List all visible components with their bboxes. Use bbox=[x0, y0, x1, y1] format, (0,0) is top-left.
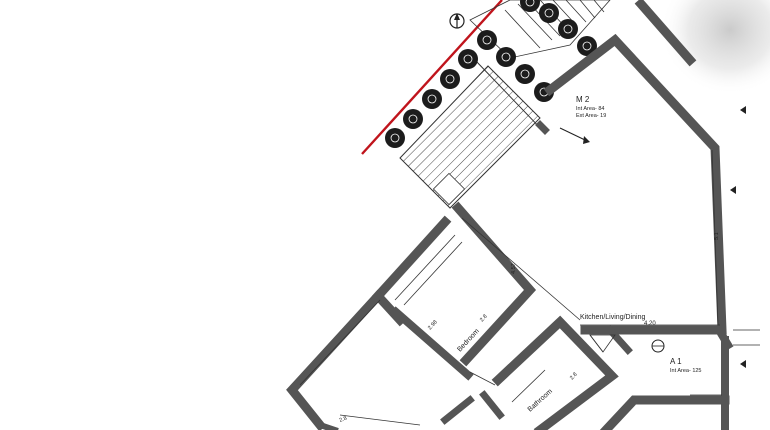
dim-kitchen-diag: 4.57 bbox=[511, 263, 517, 274]
dim-kitchen-width: 4.20 bbox=[644, 321, 656, 327]
tree-icon bbox=[477, 30, 497, 50]
dim-kitchen-right: 5.1 bbox=[714, 232, 720, 240]
tree-icon bbox=[539, 3, 559, 23]
unit-a1-int-area: Int Area- 125 bbox=[670, 368, 702, 374]
tree-icon bbox=[422, 89, 442, 109]
section-marker-icon bbox=[651, 339, 665, 353]
tree-icon bbox=[577, 36, 597, 56]
dim-bedroom-a: 2.98 bbox=[427, 319, 439, 331]
tree-icon bbox=[403, 109, 423, 129]
unit-a1-id: A 1 bbox=[670, 357, 682, 366]
room-bathroom-label: Bathroom bbox=[527, 388, 554, 414]
unit-m2-int-area: Int Area- 84 bbox=[576, 106, 604, 112]
interior-lines bbox=[299, 149, 760, 426]
section-marker-icon bbox=[740, 106, 746, 114]
north-arrow-icon bbox=[449, 13, 465, 29]
tree-icon bbox=[458, 49, 478, 69]
tree-icon bbox=[520, 0, 540, 12]
unit-m2-id: M 2 bbox=[576, 95, 590, 104]
dim-bedroom-b: 2.8 bbox=[479, 314, 489, 324]
section-marker-icon bbox=[730, 186, 736, 194]
tree-icon bbox=[440, 69, 460, 89]
tree-icon bbox=[496, 47, 516, 67]
dim-bath-a: 2.8 bbox=[569, 372, 579, 382]
tree-icon bbox=[558, 19, 578, 39]
section-marker-icon bbox=[559, 127, 590, 144]
blurred-corner bbox=[660, 0, 770, 95]
section-marker-icon bbox=[740, 360, 746, 368]
terrace-hatched bbox=[399, 65, 541, 209]
room-kitchen-label: Kitchen/Living/Dining bbox=[580, 314, 645, 321]
tree-icon bbox=[385, 128, 405, 148]
walls bbox=[286, 0, 734, 430]
unit-m2-ext-area: Ext Area- 19 bbox=[576, 113, 606, 119]
site-boundary-line bbox=[361, 0, 503, 155]
dim-lower-a: 2.8 bbox=[339, 416, 348, 424]
tree-icon bbox=[515, 64, 535, 84]
tree-row bbox=[385, 0, 597, 148]
